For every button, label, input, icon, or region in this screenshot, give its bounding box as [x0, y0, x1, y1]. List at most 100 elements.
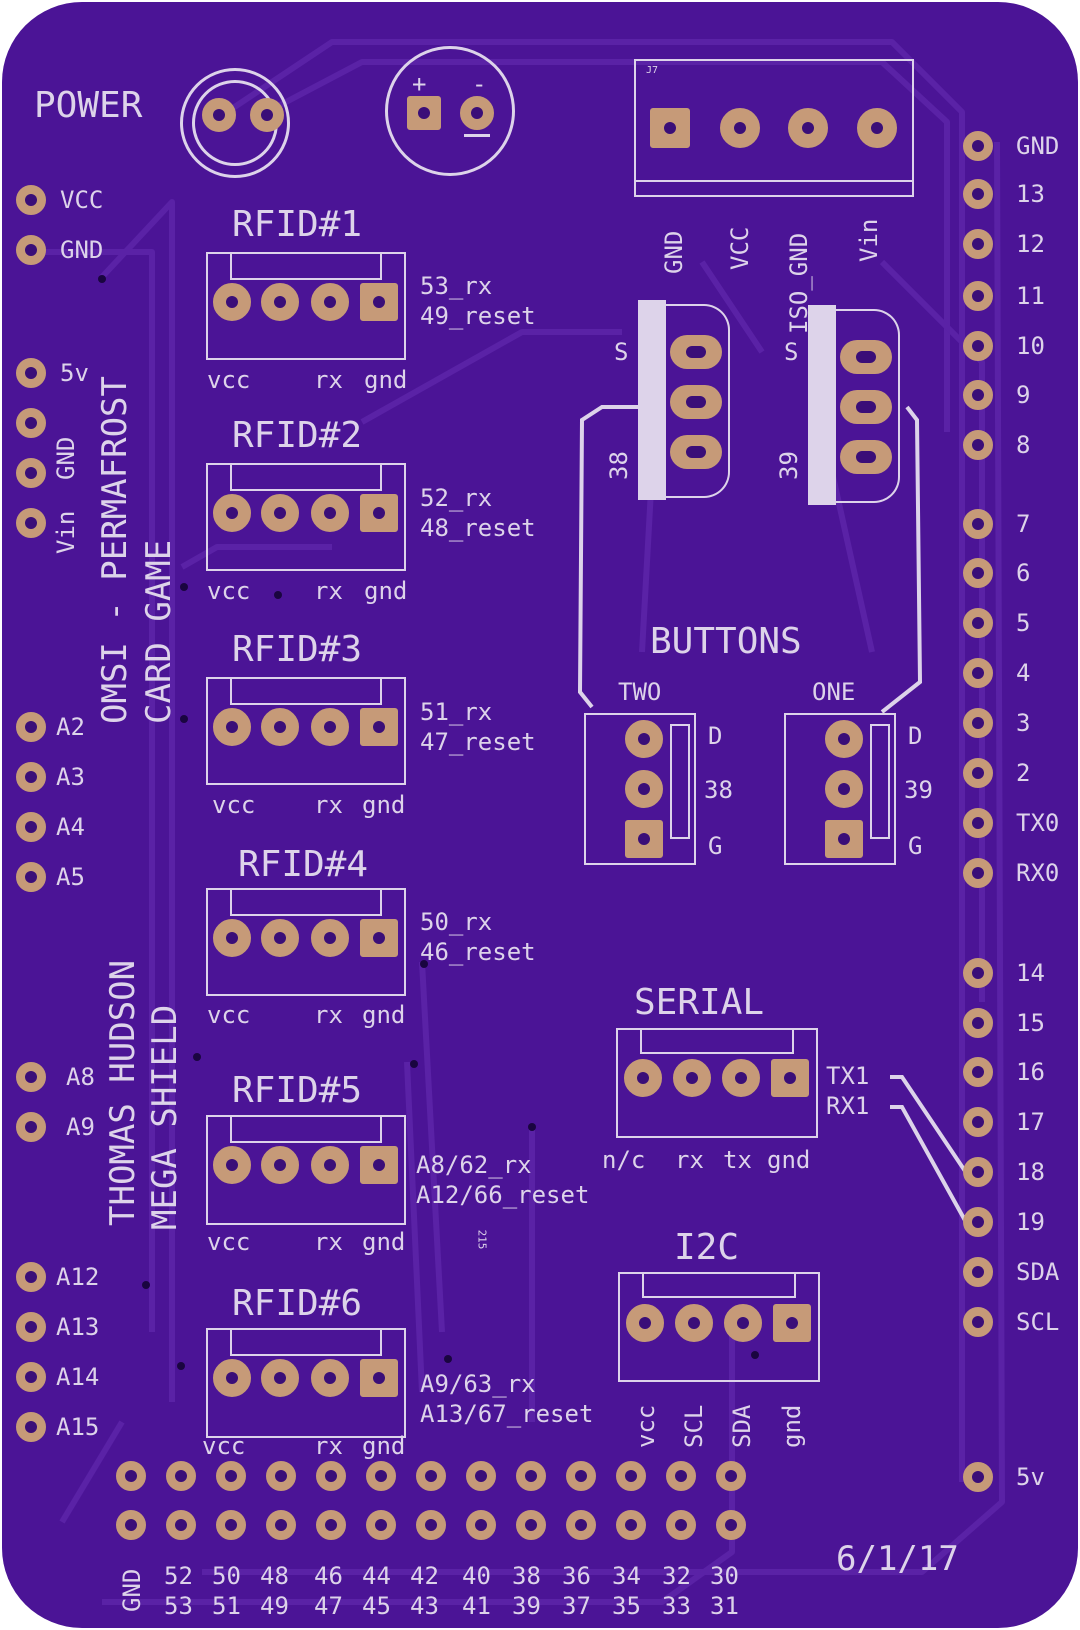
i2c-sda-label: SDA — [728, 1404, 756, 1448]
header-pin — [963, 131, 993, 161]
header-pin — [16, 1362, 46, 1392]
rfid-connector-tab — [230, 252, 382, 280]
j7-pin — [720, 108, 760, 148]
pin-label: A2 — [56, 713, 85, 741]
header-pin — [666, 1510, 696, 1540]
rfid-pin-gnd — [360, 1146, 398, 1184]
header-pin — [566, 1510, 596, 1540]
rfid-rx-label: A9/63_rx — [420, 1370, 536, 1398]
rfid-pin-gnd — [360, 494, 398, 532]
header-pin — [16, 235, 46, 265]
i2c-pin-gnd — [773, 1304, 811, 1342]
rfid-pin-gnd — [360, 1359, 398, 1397]
bottom-header-label: 51 — [212, 1592, 241, 1620]
header-pin — [963, 608, 993, 638]
button-one-pin-label: 39 — [775, 451, 803, 480]
rfid-pin — [213, 919, 251, 957]
header-pin — [216, 1510, 246, 1540]
power-led-pad — [202, 98, 236, 132]
header-pin — [963, 708, 993, 738]
pin-label: 15 — [1016, 1009, 1045, 1037]
serial-gnd-label: gnd — [767, 1146, 811, 1174]
j7-pin-label: Vin — [855, 218, 883, 262]
header-pin — [963, 380, 993, 410]
rfid-gnd-label: gnd — [364, 366, 408, 394]
serial-pin — [624, 1059, 662, 1097]
button-two-pin — [625, 770, 663, 808]
header-pin — [963, 1462, 993, 1492]
button-one-header-body — [808, 305, 836, 505]
header-pin — [963, 509, 993, 539]
rfid-pin — [261, 708, 299, 746]
capacitor-pad-positive — [407, 96, 441, 130]
header-pin — [963, 331, 993, 361]
i2c-gnd-label: gnd — [778, 1404, 806, 1448]
via — [177, 1362, 185, 1370]
button-two-g-label: G — [708, 832, 723, 860]
serial-title: SERIAL — [634, 982, 765, 1023]
pin-label: A12 — [56, 1263, 100, 1291]
header-pin — [316, 1461, 346, 1491]
power-led-pad — [250, 98, 284, 132]
button-one-pin — [825, 770, 863, 808]
bottom-header-label: 31 — [710, 1592, 739, 1620]
header-pin — [16, 185, 46, 215]
button-one-header-pin — [840, 440, 892, 474]
pin-label: GND — [52, 436, 80, 480]
serial-connector-tab — [640, 1028, 794, 1054]
bottom-header-label: 45 — [362, 1592, 391, 1620]
pin-label: A9 — [66, 1113, 95, 1141]
header-pin — [963, 1107, 993, 1137]
button-two-header-pin — [670, 385, 722, 419]
button-one-g-label: G — [908, 832, 923, 860]
rfid-vcc-label: vcc — [207, 577, 251, 605]
header-pin — [16, 1412, 46, 1442]
capacitor-plus-label: + — [412, 70, 427, 98]
pin-label: SDA — [1016, 1258, 1060, 1286]
button-one-number-label: 39 — [904, 776, 933, 804]
bottom-header-label: 50 — [212, 1562, 241, 1590]
bottom-header-label: 40 — [462, 1562, 491, 1590]
rfid-pin — [311, 1359, 349, 1397]
rfid-rx-pin-label: rx — [314, 1432, 343, 1460]
header-pin — [516, 1461, 546, 1491]
header-pin — [16, 508, 46, 538]
board-title-line2: CARD GAME — [139, 539, 179, 724]
j7-pin — [650, 108, 690, 148]
bottom-header-label: 32 — [662, 1562, 691, 1590]
bottom-header-label: 33 — [662, 1592, 691, 1620]
pin-label: 19 — [1016, 1208, 1045, 1236]
pin-label: GND — [1016, 132, 1060, 160]
header-pin — [616, 1510, 646, 1540]
rfid-title: RFID#3 — [232, 629, 363, 670]
via — [410, 1060, 418, 1068]
header-pin — [16, 1112, 46, 1142]
bottom-header-label: 43 — [410, 1592, 439, 1620]
header-pin — [963, 658, 993, 688]
pin-label: 5v — [60, 359, 89, 387]
rfid-pin — [311, 919, 349, 957]
pin-label: 18 — [1016, 1158, 1045, 1186]
capacitor-outline — [385, 46, 515, 176]
rfid-rx-label: 52_rx — [420, 484, 493, 512]
rfid-pin — [261, 283, 299, 321]
header-pin — [316, 1510, 346, 1540]
author-line1: THOMAS HUDSON — [103, 959, 143, 1226]
header-pin — [963, 1207, 993, 1237]
button-one-connector-tab — [870, 724, 890, 839]
rfid-pin — [311, 494, 349, 532]
header-pin — [963, 229, 993, 259]
pin-label: 12 — [1016, 230, 1045, 258]
header-pin — [963, 1057, 993, 1087]
bottom-header-label: 42 — [410, 1562, 439, 1590]
pin-label: 5 — [1016, 609, 1031, 637]
button-one-pin-gnd — [825, 820, 863, 858]
header-pin — [116, 1510, 146, 1540]
header-pin — [116, 1461, 146, 1491]
header-pin — [166, 1510, 196, 1540]
button-two-pin-label: 38 — [605, 451, 633, 480]
pin-label: A5 — [56, 863, 85, 891]
i2c-pin — [675, 1304, 713, 1342]
rfid-pin-gnd — [360, 708, 398, 746]
button-one-header-outline — [836, 309, 900, 503]
